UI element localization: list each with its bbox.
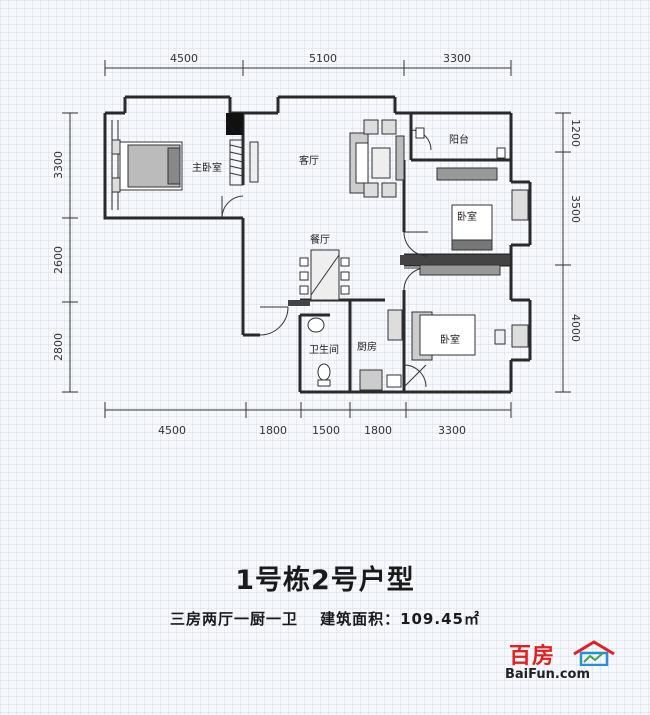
room-label-dining-room: 餐厅 (310, 233, 330, 246)
room-label-bedroom-2: 卧室 (440, 333, 460, 346)
dim-top-3: 3300 (443, 52, 471, 65)
dimension-lines (62, 60, 571, 418)
bedroom-2-furniture (411, 311, 529, 361)
balcony-fixtures (415, 127, 506, 159)
sofa-set (349, 119, 405, 198)
dim-bottom-2: 1800 (259, 424, 287, 437)
wardrobe (229, 139, 259, 186)
dim-right-2: 3500 (569, 195, 582, 223)
room-label-kitchen: 厨房 (357, 340, 377, 353)
dim-left-3: 2800 (52, 333, 65, 361)
dim-bottom-3: 1500 (312, 424, 340, 437)
room-label-bathroom: 卫生间 (309, 343, 339, 356)
dim-right-1: 1200 (569, 119, 582, 147)
brand-name-en: BaiFun.com (505, 667, 591, 682)
room-label-master-bedroom: 主卧室 (192, 161, 222, 174)
dim-left-2: 2600 (52, 246, 65, 274)
area-text: 建筑面积：109.45㎡ (320, 610, 480, 628)
dim-left-1: 3300 (52, 151, 65, 179)
dim-bottom-5: 3300 (438, 424, 466, 437)
room-label-bedroom-1: 卧室 (457, 210, 477, 223)
column-block (226, 113, 243, 135)
bathroom-fixtures (307, 317, 331, 387)
dim-bottom-1: 4500 (158, 424, 186, 437)
house-icon (573, 640, 615, 666)
dim-right-3: 4000 (569, 314, 582, 342)
unit-title: 1号栋2号户型 (235, 565, 415, 596)
floor-plan: 4500 5100 3300 4500 1800 1500 1800 3300 … (52, 52, 582, 437)
brand-name-cn: 百房 (509, 644, 556, 669)
brand-logo: 百房 BaiFun.com (505, 638, 640, 688)
dining-table (299, 249, 350, 301)
dim-bottom-4: 1800 (364, 424, 392, 437)
room-label-balcony: 阳台 (449, 133, 469, 146)
kitchen-fixtures (359, 309, 403, 391)
dim-top-1: 4500 (170, 52, 198, 65)
room-label-living-room: 客厅 (299, 154, 319, 167)
dim-top-2: 5100 (309, 52, 337, 65)
unit-subtitle: 三房两厅一厨一卫 建筑面积：109.45㎡ (0, 608, 650, 629)
master-bed (111, 139, 183, 193)
bedroom-1-furniture (419, 167, 529, 276)
layout-text: 三房两厅一厨一卫 (170, 610, 299, 628)
